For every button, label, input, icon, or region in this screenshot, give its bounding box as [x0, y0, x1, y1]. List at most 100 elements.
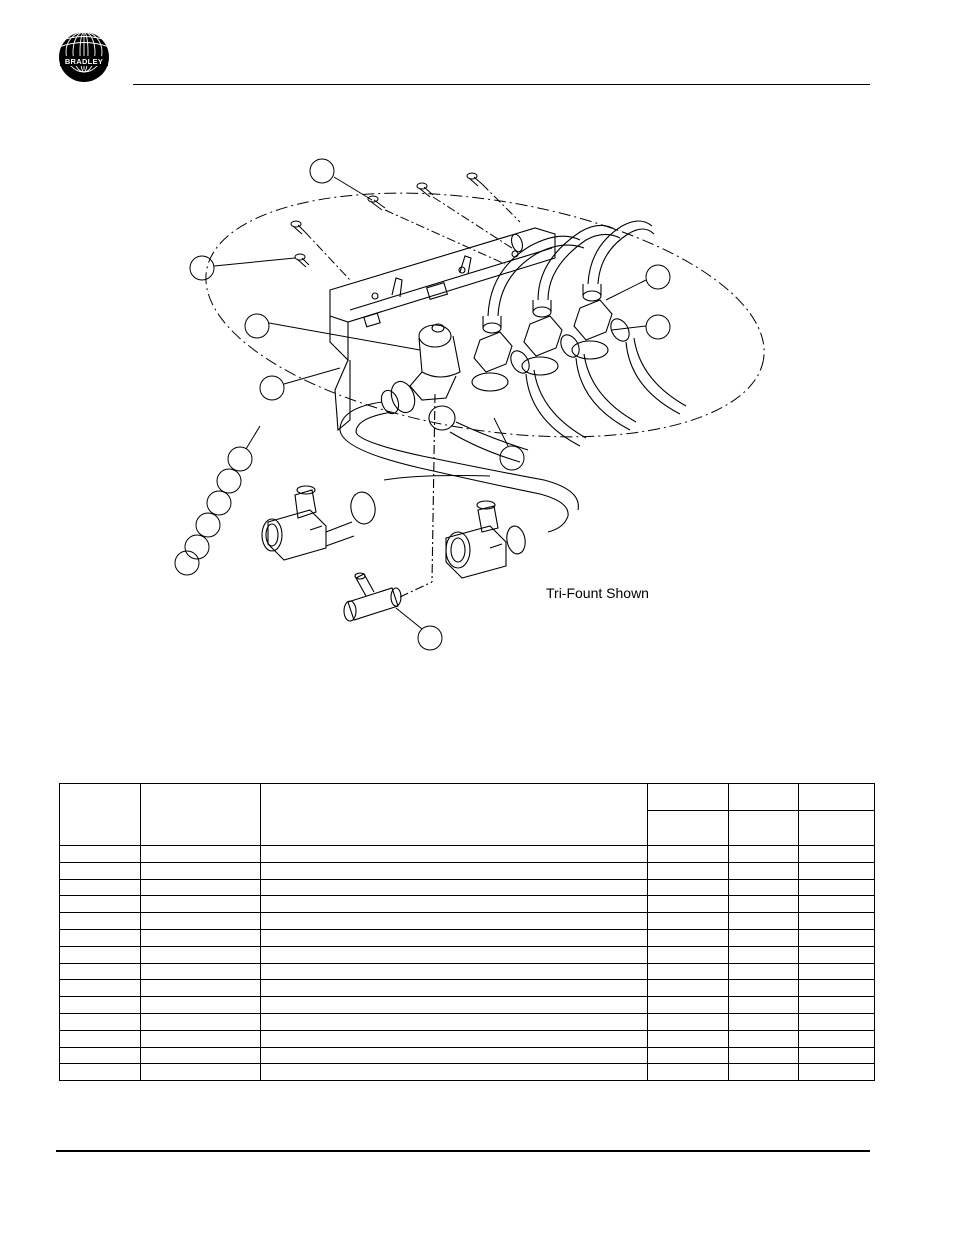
table-cell: [798, 962, 875, 981]
table-cell: [59, 1063, 141, 1082]
valve-assemblies: [471, 284, 630, 392]
table-cell: [260, 962, 648, 981]
table-cell: [728, 1063, 799, 1082]
table-cell: [260, 996, 648, 1014]
stop-valve-right: [445, 500, 526, 579]
table-row: [59, 861, 875, 880]
table-row: [59, 996, 875, 1014]
table-cell: [647, 912, 729, 930]
table-cell: [260, 845, 648, 863]
subheader-cell-3: [798, 810, 875, 846]
table-cell: [647, 962, 729, 981]
table-cell: [59, 962, 141, 981]
table-cell: [798, 1012, 875, 1031]
footer-rule: [56, 1150, 870, 1152]
table-cell: [647, 878, 729, 897]
table-cell: [728, 845, 799, 863]
pressure-regulator: [409, 323, 461, 401]
table-cell: [140, 979, 261, 998]
table-cell: [798, 979, 875, 998]
table-cell: [260, 1029, 648, 1048]
table-cell: [647, 928, 729, 947]
table-cell: [647, 945, 729, 964]
bradley-logo: BRADLEY: [59, 32, 109, 82]
header-cell-part-number: [140, 783, 261, 846]
logo-wordmark: BRADLEY: [65, 57, 103, 66]
header-cell-qty-3: [798, 783, 875, 811]
table-row: [59, 912, 875, 930]
table-header-row: [59, 783, 875, 846]
table-cell: [798, 878, 875, 897]
table-cell: [798, 1063, 875, 1082]
table-cell: [140, 845, 261, 863]
table-cell: [728, 1029, 799, 1048]
table-cell: [647, 979, 729, 998]
table-cell: [59, 1012, 141, 1031]
table-cell: [260, 878, 648, 897]
table-cell: [59, 1046, 141, 1065]
subheader-cell-2: [728, 810, 799, 846]
header-cell-item: [59, 783, 141, 846]
callout-balloons: [174, 158, 671, 651]
table-cell: [728, 1046, 799, 1065]
table-cell: [260, 912, 648, 930]
table-cell: [728, 878, 799, 897]
table-cell: [140, 895, 261, 914]
table-cell: [260, 979, 648, 998]
header-cell-qty-2: [728, 783, 799, 811]
table-row: [59, 1063, 875, 1082]
table-cell: [798, 1029, 875, 1048]
table-cell: [798, 895, 875, 914]
parts-list-table: [59, 783, 875, 1082]
table-cell: [59, 996, 141, 1014]
table-row: [59, 928, 875, 947]
table-cell: [260, 895, 648, 914]
table-cell: [728, 928, 799, 947]
table-cell: [140, 1029, 261, 1048]
table-cell: [140, 912, 261, 930]
table-cell: [59, 845, 141, 863]
table-cell: [59, 861, 141, 880]
table-cell: [647, 1046, 729, 1065]
subheader-cell-1: [647, 810, 729, 846]
table-row: [59, 945, 875, 964]
table-cell: [260, 1012, 648, 1031]
exploded-view-drawing: [174, 158, 765, 651]
stop-valve-left: [261, 485, 376, 561]
table-cell: [59, 1029, 141, 1048]
table-cell: [728, 895, 799, 914]
table-cell: [140, 1063, 261, 1082]
table-cell: [59, 979, 141, 998]
table-row: [59, 878, 875, 897]
lower-tubing: [525, 337, 687, 447]
table-cell: [140, 962, 261, 981]
table-cell: [728, 861, 799, 880]
table-cell: [728, 962, 799, 981]
table-cell: [798, 945, 875, 964]
table-cell: [647, 1012, 729, 1031]
table-cell: [59, 945, 141, 964]
table-cell: [798, 928, 875, 947]
table-cell: [59, 928, 141, 947]
table-cell: [59, 912, 141, 930]
table-cell: [260, 1063, 648, 1082]
table-cell: [260, 945, 648, 964]
table-cell: [647, 996, 729, 1014]
table-cell: [59, 895, 141, 914]
table-subheader-row: [60, 810, 875, 846]
detail-boundary: [205, 192, 765, 438]
tee-fitting: [343, 393, 436, 622]
header-cell-qty-1: [647, 783, 729, 811]
table-row: [59, 1046, 875, 1065]
table-cell: [140, 928, 261, 947]
table-row: [59, 1012, 875, 1031]
registered-mark: ®: [98, 70, 104, 77]
screws: [290, 172, 521, 281]
table-cell: [647, 861, 729, 880]
table-cell: [260, 1046, 648, 1065]
table-row: [59, 845, 875, 863]
supply-hoses: [339, 380, 579, 533]
table-cell: [260, 928, 648, 947]
table-cell: [798, 1046, 875, 1065]
table-cell: [140, 996, 261, 1014]
